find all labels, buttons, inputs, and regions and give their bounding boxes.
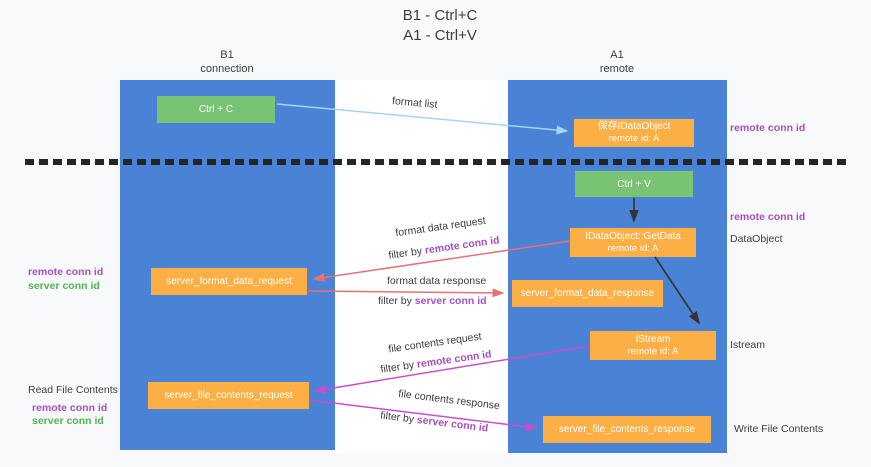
column-b1-name: B1 <box>220 49 234 61</box>
column-header-a1: A1 remote <box>557 48 677 76</box>
label-format-response-filter: filter by server conn id <box>378 295 487 307</box>
node-format-response-label: server_format_data_response <box>520 288 655 299</box>
node-server-file-contents-request: server_file_contents_request <box>148 382 309 409</box>
right-label-remote-conn-id-1: remote conn id <box>730 122 806 134</box>
title-line-2: A1 - Ctrl+V <box>403 27 477 44</box>
right-label-istream: Istream <box>730 339 766 351</box>
column-a1-subtitle: remote <box>599 63 635 75</box>
node-ctrl-v-label: Ctrl + V <box>617 178 651 190</box>
column-header-b1: B1 connection <box>167 48 287 76</box>
right-label-remote-conn-id-2: remote conn id <box>730 211 806 223</box>
node-istream: IStream remote id: A <box>590 331 716 360</box>
left-label-read-file-contents: Read File Contents <box>28 384 118 396</box>
left-label-conn-ids-file: remote conn id server conn id <box>32 402 107 428</box>
node-getdata-line2: remote id: A <box>607 242 659 254</box>
node-getdata-line1: IDataObject::GetData <box>585 230 681 242</box>
diagram-title: B1 - Ctrl+C A1 - Ctrl+V <box>320 6 560 46</box>
node-save-line2: remote id: A <box>608 133 660 144</box>
node-ctrl-c-label: Ctrl + C <box>198 104 234 115</box>
session-separator-dashed-line <box>25 159 847 165</box>
column-b1-subtitle: connection <box>200 63 254 75</box>
server-conn-id-text: server conn id <box>32 415 104 427</box>
node-save-line1: 保存IDataObject <box>597 121 671 132</box>
column-a1-name: A1 <box>610 49 624 61</box>
node-save-idataobject: 保存IDataObject remote id: A <box>574 119 694 147</box>
server-conn-id-text: server conn id <box>414 295 487 307</box>
node-format-request-label: server_format_data_request <box>166 276 292 287</box>
node-server-format-data-request: server_format_data_request <box>151 268 307 295</box>
remote-conn-id-text: remote conn id <box>28 266 104 278</box>
right-label-write-file-contents: Write File Contents <box>734 423 824 435</box>
node-server-format-data-response: server_format_data_response <box>512 280 663 307</box>
node-istream-line1: IStream <box>635 333 671 345</box>
title-line-1: B1 - Ctrl+C <box>402 7 478 24</box>
node-ctrl-v: Ctrl + V <box>575 171 693 197</box>
right-label-dataobject: DataObject <box>730 233 783 245</box>
node-file-response-label: server_file_contents_response <box>558 424 696 435</box>
node-ctrl-c: Ctrl + C <box>157 96 275 123</box>
remote-conn-id-text: remote conn id <box>32 402 108 414</box>
node-idataobject-getdata: IDataObject::GetData remote id: A <box>570 228 696 257</box>
label-format-data-response: format data response <box>387 275 487 287</box>
server-conn-id-text: server conn id <box>28 280 100 292</box>
node-istream-line2: remote id: A <box>627 345 679 357</box>
left-label-conn-ids-format: remote conn id server conn id <box>28 265 103 293</box>
node-file-request-label: server_file_contents_request <box>164 390 293 401</box>
node-server-file-contents-response: server_file_contents_response <box>543 416 711 443</box>
filter-by-text: filter by <box>378 295 415 307</box>
